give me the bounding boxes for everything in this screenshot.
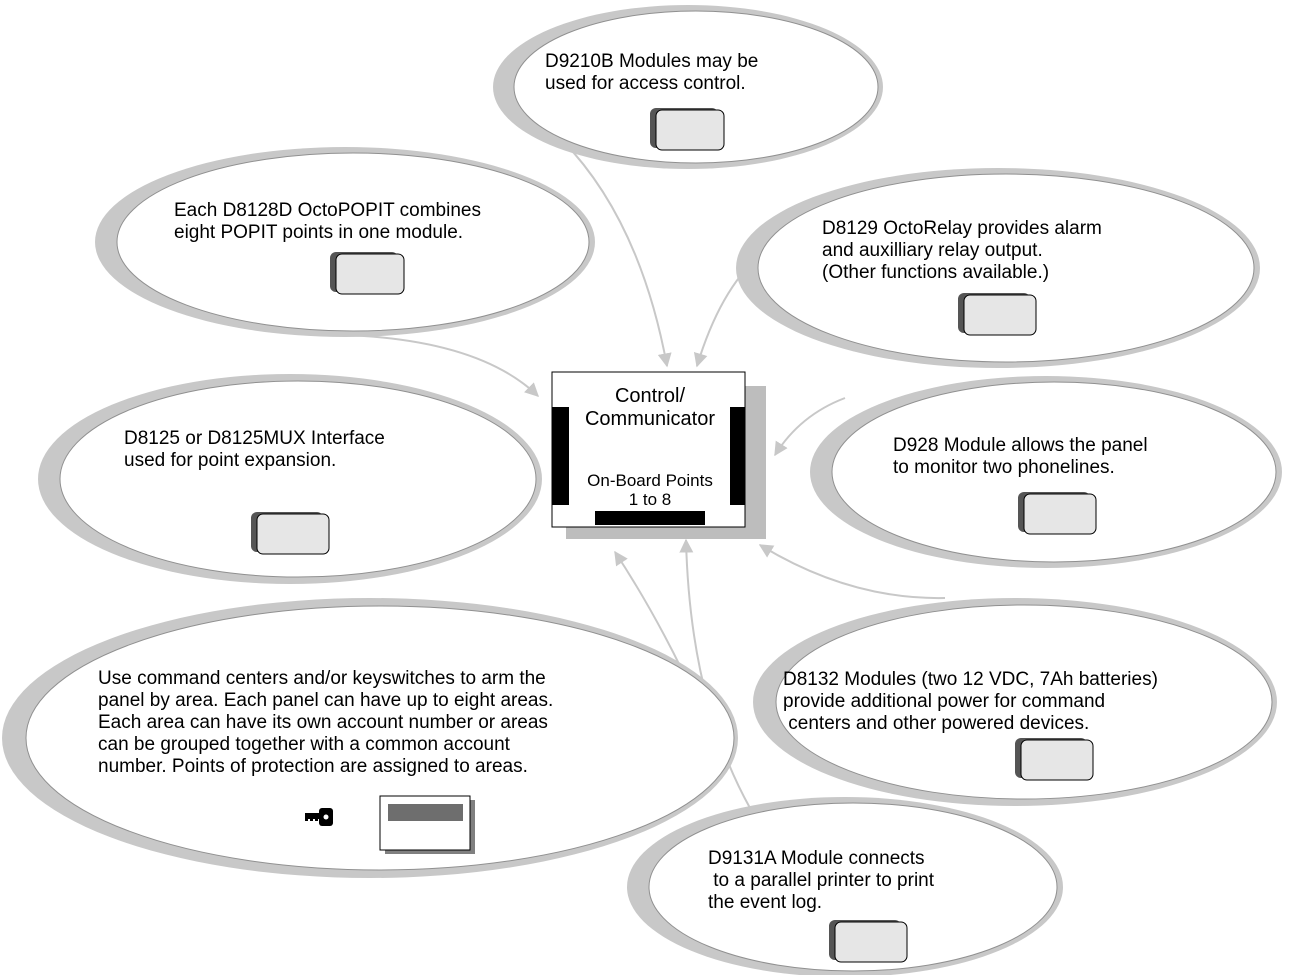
bubble-d928-text: D928 Module allows the panel to monitor … (893, 435, 1153, 478)
module-icon (251, 512, 330, 555)
bubble-command-text: Use command centers and/or keyswitches t… (98, 668, 559, 777)
bubble-d8125-text: D8125 or D8125MUX Interface used for poi… (124, 428, 390, 471)
module-icon (958, 293, 1037, 336)
module-icon (1018, 492, 1097, 535)
bubble-d8128d-text: Each D8128D OctoPOPIT combines eight POP… (174, 200, 486, 243)
arrow-d8132 (758, 544, 946, 600)
right-terminal-strip (730, 407, 745, 505)
bubble-d9210b-outline (513, 10, 879, 164)
bubble-command-centers: Use command centers and/or keyswitches t… (2, 598, 738, 878)
left-terminal-strip (552, 407, 569, 505)
bubble-d8129: D8129 OctoRelay provides alarm and auxil… (736, 168, 1260, 368)
command-center-icon (379, 795, 475, 854)
arrow-d9210b (561, 139, 672, 368)
bubble-d8125: D8125 or D8125MUX Interface used for poi… (38, 374, 542, 584)
control-title-line2: Communicator (585, 408, 715, 430)
bubble-d9210b-text: D9210B Modules may be used for access co… (545, 51, 764, 94)
bubble-d8128d: Each D8128D OctoPOPIT combines eight POP… (95, 147, 595, 337)
bubble-d8132-text: D8132 Modules (two 12 VDC, 7Ah batteries… (783, 669, 1163, 734)
control-communicator-panel: Control/ Communicator On-Board Points 1 … (551, 371, 766, 539)
module-icon (330, 252, 405, 295)
on-board-points-line2: 1 to 8 (629, 490, 672, 509)
panel-body (551, 371, 746, 528)
bubble-d9131a: D9131A Module connects to a parallel pri… (627, 797, 1063, 975)
bubble-d9210b: D9210B Modules may be used for access co… (493, 5, 883, 169)
on-board-points-line1: On-Board Points (587, 471, 713, 490)
module-icon (1015, 738, 1094, 781)
bubble-d8129-text: D8129 OctoRelay provides alarm and auxil… (822, 218, 1107, 283)
module-icon (650, 108, 725, 151)
bubble-d8132: D8132 Modules (two 12 VDC, 7Ah batteries… (753, 598, 1277, 806)
arrow-d8128d (344, 334, 540, 397)
bottom-terminal-strip (595, 511, 705, 525)
arrow-d928 (774, 397, 846, 457)
bubble-d928: D928 Module allows the panel to monitor … (810, 376, 1282, 568)
module-icon (829, 920, 908, 963)
control-title-line1: Control/ (615, 385, 685, 407)
bubble-d9131a-text: D9131A Module connects to a parallel pri… (708, 848, 939, 913)
key-icon (305, 808, 333, 826)
